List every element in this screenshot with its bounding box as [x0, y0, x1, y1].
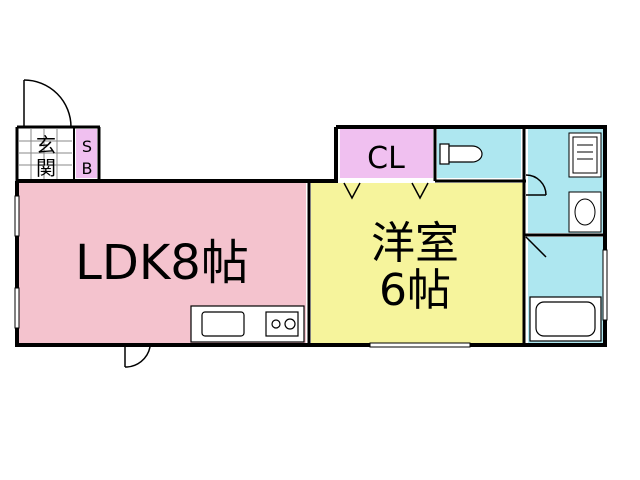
closet-room [340, 129, 433, 178]
washing-machine-space-icon [568, 132, 602, 178]
washroom-door [525, 174, 547, 196]
kitchen-sink-icon [201, 311, 245, 337]
closet-doors [343, 182, 429, 200]
closet-label: CL [367, 141, 405, 176]
bathtub-icon [529, 296, 602, 342]
shoe-box-label-line2: B [82, 159, 93, 178]
windows [14, 195, 608, 348]
western-room [311, 183, 524, 345]
kitchen-counter [190, 305, 305, 343]
balcony-door [124, 346, 151, 368]
entrance-tiles [19, 129, 72, 179]
toilet-icon [439, 143, 483, 165]
entrance-label-line2: 関 [36, 156, 56, 180]
washbasin-icon [568, 191, 602, 233]
shoe-box-label-line1: S [82, 137, 92, 156]
bathroom-door [525, 236, 547, 258]
entrance-label-line1: 玄 [36, 133, 56, 157]
ldk-label: LDK8帖 [75, 235, 249, 291]
western-room-label-line1: 洋室 [371, 218, 459, 269]
shoe-box-room [76, 129, 97, 178]
entrance-door [23, 79, 72, 128]
western-room-label-line2: 6帖 [379, 265, 451, 316]
